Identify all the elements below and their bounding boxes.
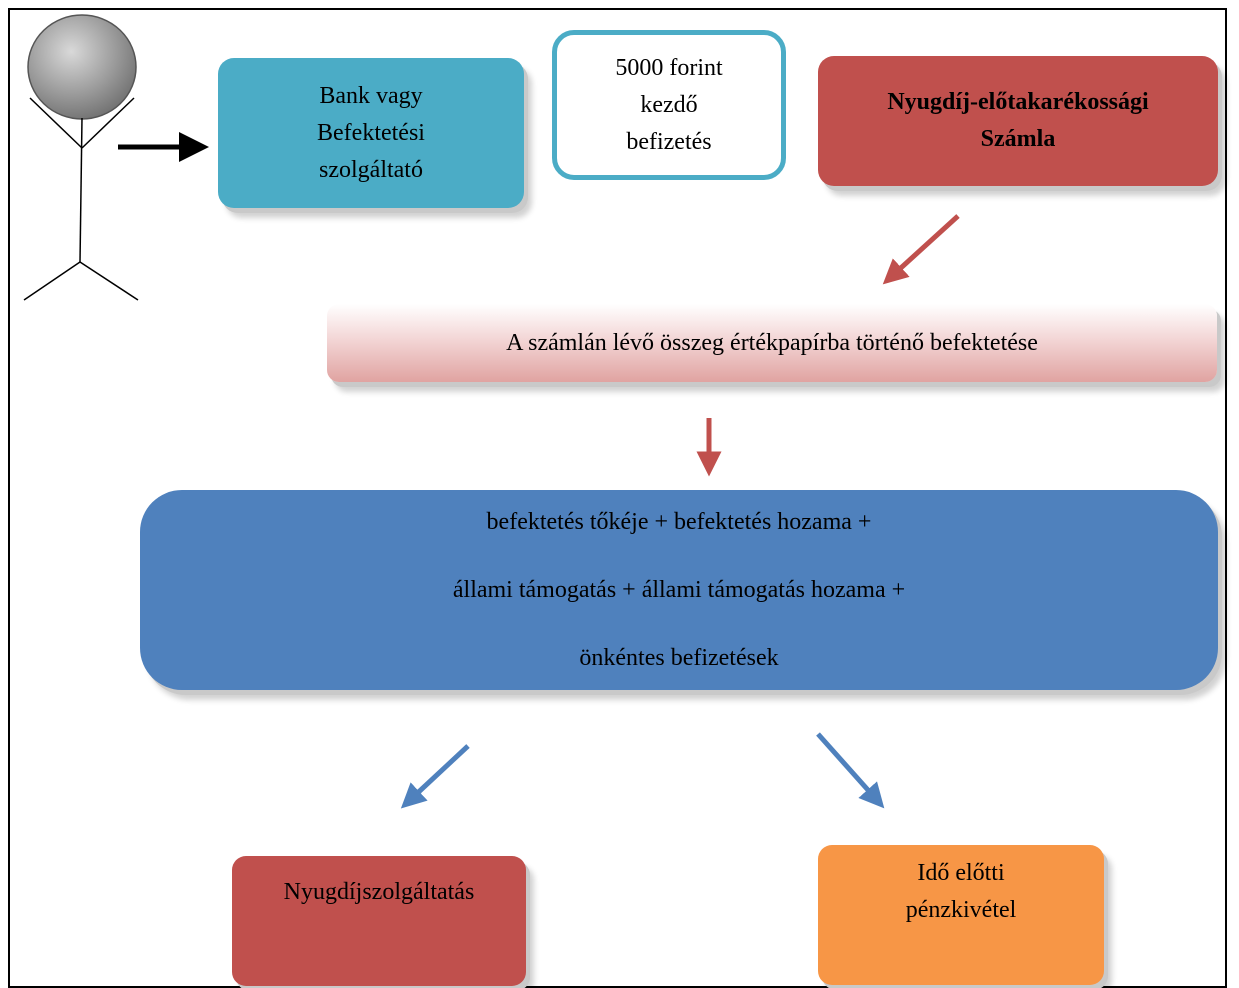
account-box-line1: Nyugdíj-előtakarékossági — [887, 89, 1149, 115]
sum-box-line2: állami támogatás + állami támogatás hoza… — [452, 577, 906, 603]
investment-box-text: A számlán lévő összeg értékpapírba törté… — [506, 329, 1038, 356]
pension-box-text: Nyugdíjszolgáltatás — [283, 879, 475, 905]
initial-payment-line1: 5000 forint — [615, 54, 723, 81]
arrow-sum-to-pension — [400, 744, 470, 809]
bank-box-line3: szolgáltató — [319, 156, 423, 183]
account-box-line2: Számla — [980, 126, 1056, 152]
early-withdrawal-line2: pénzkivétel — [905, 897, 1017, 923]
initial-payment-box: 5000 forint kezdő befizetés — [552, 30, 786, 180]
bank-box-line2: Befektetési — [317, 119, 425, 146]
arrow-sum-to-early-withdrawal — [816, 732, 885, 809]
early-withdrawal-line1: Idő előtti — [917, 860, 1005, 886]
sum-box: befektetés tőkéje + befektetés hozama + … — [140, 490, 1218, 690]
early-withdrawal-box: Idő előtti pénzkivétel — [818, 845, 1104, 985]
investment-box: A számlán lévő összeg értékpapírba törté… — [327, 304, 1217, 382]
stick-figure-icon — [23, 14, 139, 301]
sum-box-line1: befektetés tőkéje + befektetés hozama + — [486, 509, 872, 535]
sum-box-line3: önkéntes befizetések — [579, 645, 779, 671]
initial-payment-line3: befizetés — [626, 128, 712, 155]
bank-box-line1: Bank vagy — [319, 82, 423, 109]
arrow-account-to-investment — [882, 214, 960, 285]
bank-box: Bank vagy Befektetési szolgáltató — [218, 58, 524, 208]
pension-box: Nyugdíjszolgáltatás — [232, 856, 526, 986]
account-box: Nyugdíj-előtakarékossági Számla — [818, 56, 1218, 186]
initial-payment-line2: kezdő — [640, 91, 698, 118]
